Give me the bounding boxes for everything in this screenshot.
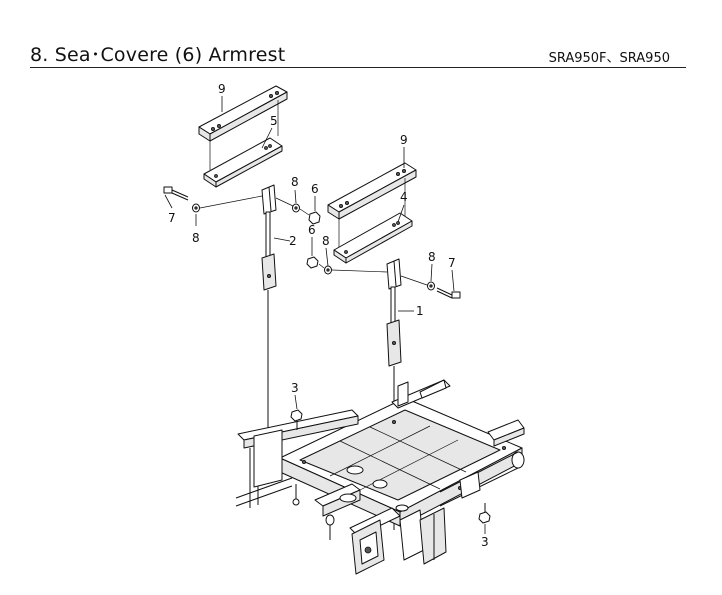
right-armrest-bracket (333, 212, 413, 264)
callout-left-bolt: 7 (168, 211, 176, 225)
callout-right-cushion: 9 (400, 133, 408, 147)
left-washer-inner (292, 203, 300, 213)
left-armrest-bracket (203, 137, 283, 188)
callout-right-arm: 1 (416, 304, 424, 318)
callout-base-bolt-right: 3 (481, 535, 489, 549)
callout-left-bracket: 5 (270, 114, 278, 128)
title-rule (30, 67, 686, 68)
callout-right-nut: 6 (308, 223, 316, 237)
callout-left-cushion: 9 (218, 82, 226, 96)
callout-left-nut: 6 (311, 182, 319, 196)
right-bolt (436, 287, 461, 299)
left-nut (308, 211, 321, 225)
callout-right-bolt: 7 (448, 256, 456, 270)
page-title: 8. Sea･Covere (6) Armrest (30, 44, 286, 66)
callout-left-washer-outer: 8 (192, 231, 200, 245)
right-washer-inner (324, 265, 332, 275)
callout-base-bolt-left: 3 (291, 381, 299, 395)
right-armrest-cushion (327, 162, 417, 250)
callout-right-washer-inner: 8 (322, 234, 330, 248)
callout-right-washer-outer: 8 (428, 250, 436, 264)
left-armrest-cushion (198, 85, 288, 170)
callout-left-washer-inner: 8 (291, 175, 299, 189)
model-code: SRA950F、SRA950 (548, 51, 670, 66)
right-nut (306, 256, 319, 269)
left-bolt (163, 186, 189, 201)
base-bolt-left (290, 409, 303, 430)
seat-base-frame (235, 379, 525, 575)
right-washer-outer (427, 281, 435, 291)
callout-left-arm: 2 (289, 234, 297, 248)
left-washer-outer (192, 203, 200, 213)
base-bolt-right (478, 503, 491, 524)
callout-right-bracket: 4 (400, 190, 408, 204)
left-armrest-arm (261, 184, 277, 440)
